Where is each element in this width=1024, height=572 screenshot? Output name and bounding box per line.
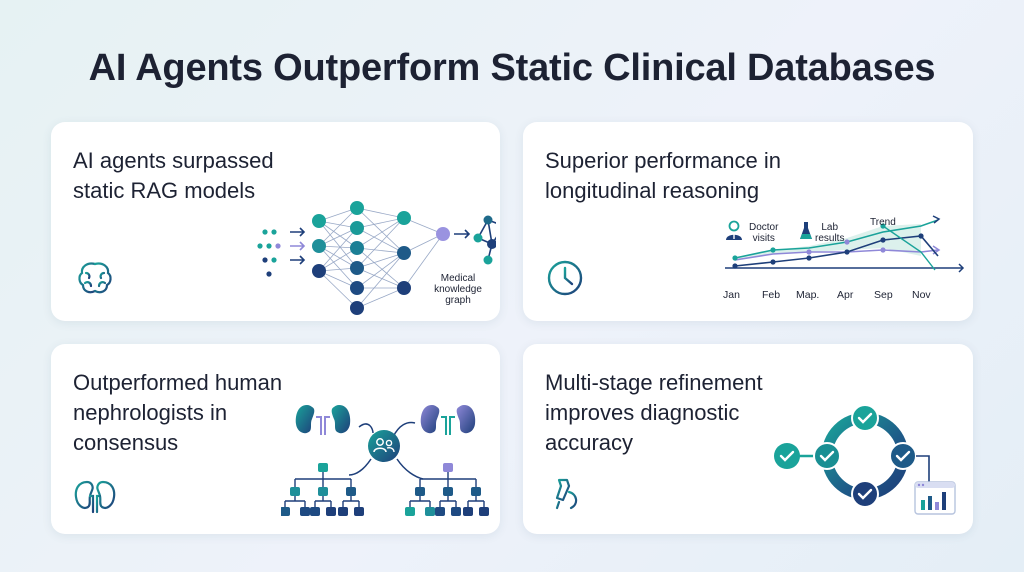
card-title: AI agents surpassed static RAG models — [73, 148, 274, 203]
hierarchy-tree-right — [409, 471, 485, 507]
refinement-cycle-diagram — [774, 404, 956, 515]
consensus-people-icon — [368, 430, 400, 462]
month-label: Jan — [723, 289, 740, 301]
check-icon — [889, 442, 917, 470]
card-ai-agents-vs-rag: AI agents surpassed static RAG models — [51, 122, 500, 321]
doctor-icon — [726, 220, 742, 240]
card-nephrologist-consensus: Outperformed human nephrologists in cons… — [51, 344, 500, 534]
card-title: Multi-stage refinement improves diagnost… — [545, 370, 763, 455]
hierarchy-nodes-left — [281, 463, 364, 516]
legend-lab-results: Lab results — [815, 222, 845, 244]
month-label: Nov — [912, 289, 931, 301]
network-edges — [318, 207, 444, 309]
hierarchy-nodes-right — [405, 463, 489, 516]
month-label: Map. — [796, 289, 820, 301]
kidney-pair-ai — [295, 405, 351, 435]
month-axis-labels: Jan Feb Map. Apr Sep Nov — [719, 289, 959, 303]
card-title: Outperformed human nephrologists in cons… — [73, 370, 283, 455]
knowledge-graph-label: Medical knowledge graph — [434, 273, 482, 306]
card-multistage-refinement: Multi-stage refinement improves diagnost… — [523, 344, 973, 534]
check-icon — [851, 404, 879, 432]
data-points — [732, 223, 924, 269]
timeline-chart — [725, 215, 965, 273]
microscope-icon — [549, 478, 581, 514]
card-title: Superior performance in longitudinal rea… — [545, 148, 782, 203]
input-arrows — [290, 227, 306, 265]
card-longitudinal-reasoning: Superior performance in longitudinal rea… — [523, 122, 973, 321]
month-label: Sep — [874, 289, 893, 301]
check-icon — [813, 442, 841, 470]
lab-flask-icon — [800, 222, 812, 239]
legend-doctor-visits: Doctor visits — [749, 222, 779, 244]
check-icon — [774, 443, 800, 469]
check-icon — [851, 480, 879, 508]
kidney-icon — [74, 480, 116, 514]
legend-trend: Trend — [870, 217, 896, 228]
page-title: AI Agents Outperform Static Clinical Dat… — [88, 47, 936, 89]
kidney-pair-human — [420, 405, 476, 435]
consensus-diagram — [281, 405, 489, 516]
brain-icon — [78, 262, 112, 294]
month-label: Feb — [762, 289, 781, 301]
input-dots — [257, 229, 281, 277]
results-dashboard-icon — [914, 481, 956, 515]
clock-icon — [547, 260, 583, 296]
network-nodes — [312, 201, 450, 315]
neural-network-diagram — [257, 201, 496, 315]
month-label: Apr — [837, 289, 854, 301]
hierarchy-tree-left — [284, 471, 360, 507]
